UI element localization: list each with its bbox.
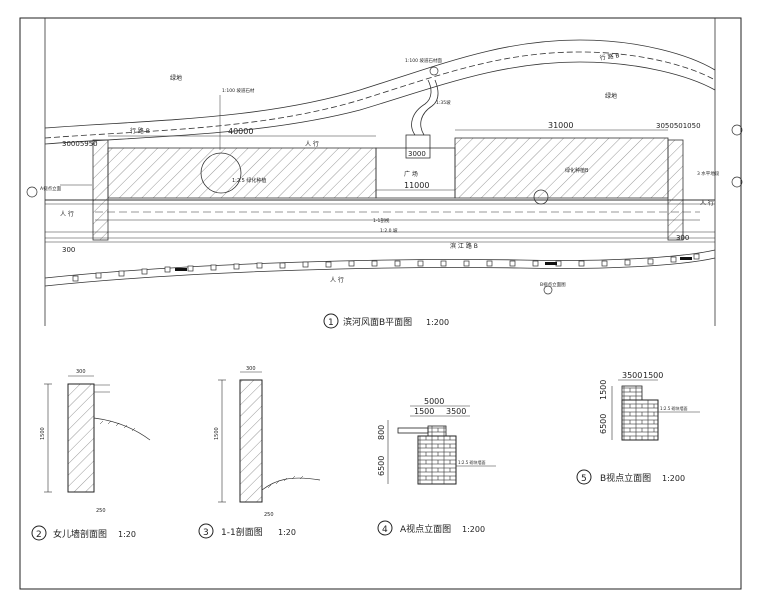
- parapet-wall: [67, 383, 95, 493]
- detail-3: 300 1500 250 3 1-1剖面图 1:20: [198, 366, 321, 539]
- d5-dim-left-top: 1500: [599, 380, 608, 400]
- axis-bubble-right-top: [731, 124, 743, 136]
- d2-dim-side: 1500: [40, 427, 46, 440]
- sheet-frame: [19, 17, 742, 590]
- detail-4: 5000 1500 3500 800 6500 1:2.5 砌块墙面 4 A视点…: [377, 397, 496, 536]
- d4-dim-left-bottom: 6500: [377, 456, 386, 476]
- d3-dim-side: 1500: [214, 427, 220, 440]
- label-note-ramp: 1:35坡: [436, 99, 451, 106]
- hatch-area-left: [107, 147, 377, 199]
- dim-left-bottom: 300: [62, 246, 75, 254]
- detail-5: 3500 1500 1500 6500 1:2.5 砌块墙面 5 B视点立面图 …: [576, 371, 700, 485]
- detail-2: 300 1500 250 2 女儿墙剖面图 1:20: [31, 369, 151, 541]
- plan-title: 滨河风面B平面图: [343, 316, 412, 328]
- label-note-left: A视点立面: [40, 185, 62, 192]
- label-hatch-right: 绿化种植B: [565, 167, 589, 174]
- dim-left-small: 30005950: [62, 140, 98, 148]
- label-arrow: 1:2.0 坡: [380, 227, 398, 234]
- d2-dim-bottom: 250: [96, 508, 106, 514]
- label-note-top: 1:100 坡道石材: [222, 87, 255, 94]
- circle-marker-right: [533, 189, 549, 205]
- d4-scale: 1:200: [462, 525, 485, 534]
- label-green-right: 绿地: [605, 92, 617, 100]
- label-road-top: 行 路 B: [599, 51, 620, 62]
- ramp-curve-2: [420, 79, 439, 136]
- label-left-area: 人 行: [60, 210, 74, 218]
- plaza-box: [375, 147, 456, 199]
- d4-number: 4: [382, 525, 388, 535]
- b-elevation-wall: [621, 399, 659, 441]
- label-mid-area: 广 场: [404, 170, 418, 178]
- label-note-right-dot: 3 水平地段: [697, 170, 720, 177]
- label-note-mid: 1:100 坡道石材面: [405, 57, 442, 64]
- d4-dim-top: 5000: [424, 397, 444, 406]
- d5-dim-top: 3500: [622, 371, 642, 380]
- plan-number-circle: [323, 313, 339, 329]
- d4-dim-left-top: 800: [377, 425, 386, 440]
- label-sidewalk: 人 行: [305, 140, 319, 148]
- hatch-area-right: [454, 137, 669, 199]
- label-note-bottom: B视点立面图: [540, 281, 566, 288]
- bollard-dark: [175, 257, 692, 271]
- d5-note: 1:2.5 砌块墙面: [660, 405, 688, 411]
- d4-dim-mid-a: 1500: [414, 407, 434, 416]
- axis-bubble-right: [731, 176, 743, 188]
- d3-dim-bottom: 250: [264, 512, 274, 518]
- label-note-axis: 1-1剖视: [373, 217, 390, 224]
- hatch-left-wall: [92, 139, 109, 241]
- dim-right-bottom: 300: [676, 234, 689, 242]
- plan-number: 1: [328, 318, 334, 328]
- d3-scale: 1:20: [278, 528, 296, 537]
- label-hatch-left: 1:2.5 绿化种植: [232, 177, 266, 184]
- dim-left: 40000: [228, 127, 253, 136]
- d4-dim-mid-b: 3500: [446, 407, 466, 416]
- d5-scale: 1:200: [662, 474, 685, 483]
- road-curve-1: [44, 39, 716, 129]
- stair-box: [405, 134, 431, 159]
- dim-stair: 3000: [408, 150, 426, 158]
- plan-scale: 1:200: [426, 318, 449, 327]
- hatch-right-wall: [667, 139, 684, 241]
- d2-dim-top: 300: [76, 369, 86, 375]
- d2-number: 2: [36, 530, 42, 540]
- d4-title: A视点立面图: [400, 523, 451, 535]
- axis-bubble-bottom: [543, 285, 553, 295]
- d5-dim-top-b: 1500: [643, 371, 663, 380]
- axis-bubble-top: [429, 66, 439, 76]
- label-road-mid: 行 路 B: [130, 127, 150, 135]
- label-green-left: 绿地: [170, 74, 182, 82]
- dim-right: 31000: [548, 121, 573, 130]
- dim-right-small: 3050501050: [656, 122, 701, 130]
- label-right-area: 人 行: [700, 199, 714, 207]
- a-elevation-wall: [417, 435, 457, 485]
- section-wall: [239, 379, 263, 503]
- d5-dim-left: 6500: [599, 414, 608, 434]
- bollard-row: [72, 253, 700, 282]
- d5-title: B视点立面图: [600, 472, 651, 484]
- d4-note: 1:2.5 砌块墙面: [458, 459, 486, 465]
- d3-dim-top: 300: [246, 366, 256, 372]
- d2-scale: 1:20: [118, 530, 136, 539]
- d3-title: 1-1剖面图: [221, 526, 263, 538]
- road-curve-2: [44, 51, 716, 139]
- d3-number: 3: [203, 528, 209, 538]
- d5-number: 5: [581, 474, 587, 484]
- label-sidewalk-bottom: 人 行: [330, 276, 344, 284]
- main-plan: 绿地 绿地 行 路 B 行 路 B 滨 江 路 B 人 行 人 行 人 行 广 …: [26, 18, 743, 329]
- dim-center: 11000: [404, 181, 429, 190]
- circle-marker-left: [200, 152, 242, 194]
- d2-title: 女儿墙剖面图: [53, 528, 107, 540]
- ramp-curve: [411, 79, 432, 136]
- label-road-bottom: 滨 江 路 B: [450, 242, 478, 250]
- axis-bubble-left: [26, 186, 38, 198]
